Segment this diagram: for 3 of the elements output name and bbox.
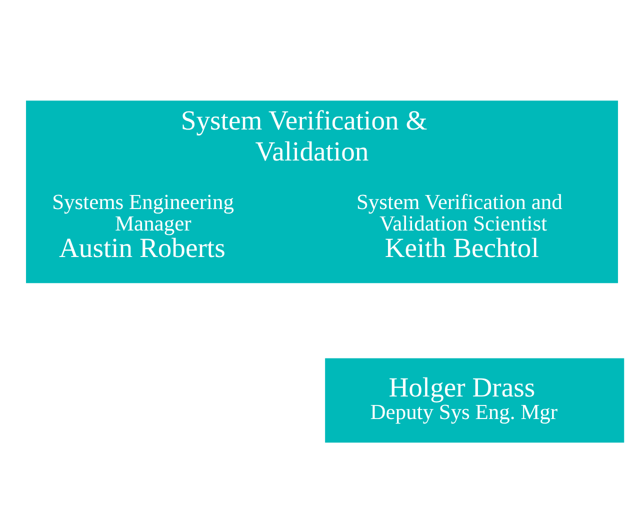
node-box: Holger Drass Deputy Sys Eng. Mgr (325, 358, 624, 443)
node-text: Systems Engineering Manager Austin Roberts (52, 190, 234, 263)
node-text: System Verification and Validation Scientist Keith Bechtol (356, 190, 562, 263)
